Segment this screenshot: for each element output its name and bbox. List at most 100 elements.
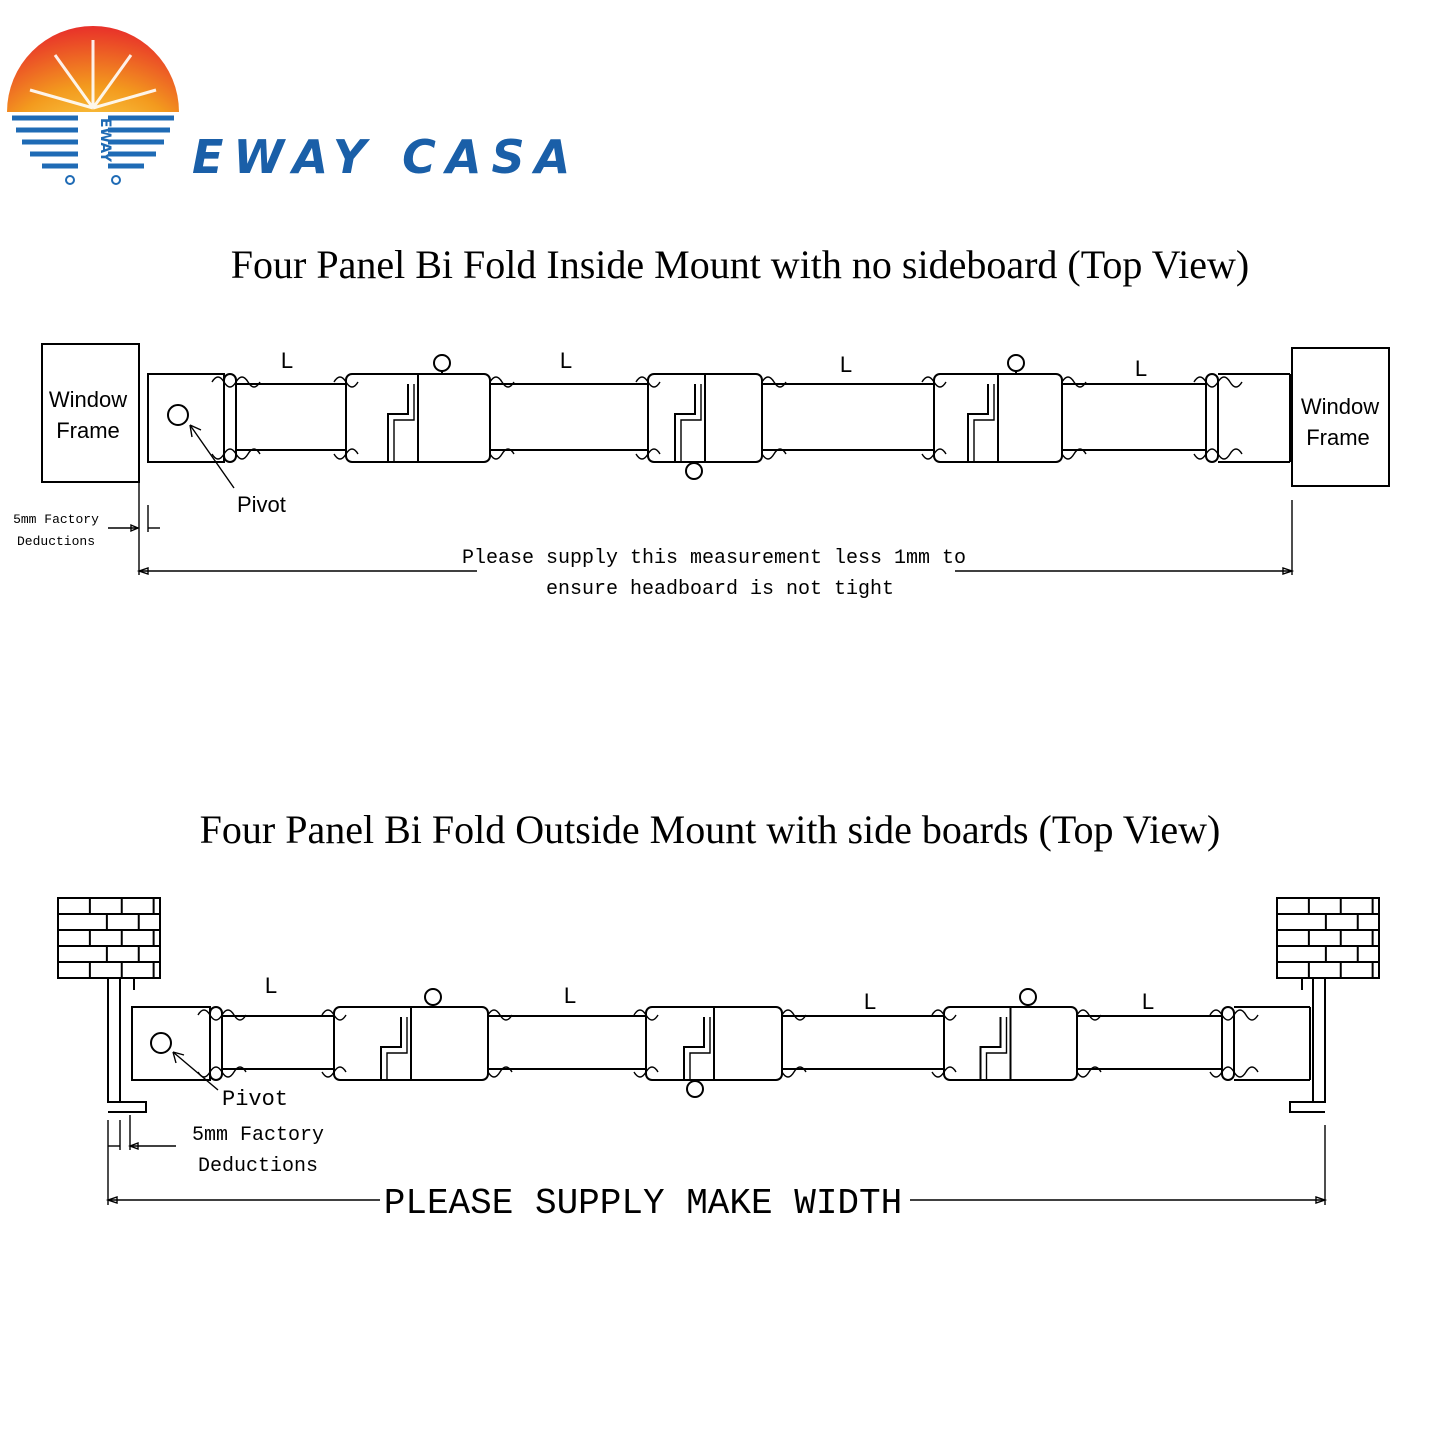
hinge-joint — [1221, 1006, 1235, 1081]
right-frame-label-line1: Window — [1301, 394, 1379, 419]
hinge-pin-icon — [424, 988, 442, 1006]
hinge-leaf — [985, 1017, 1008, 1080]
hinge-leaf — [380, 1017, 402, 1080]
right-frame-label-line2: Frame — [1306, 425, 1370, 450]
hinge-knuckle — [489, 448, 515, 460]
hinge-knuckle — [761, 448, 787, 460]
hinge-knuckle — [931, 1066, 957, 1078]
hinge-knuckle — [221, 1009, 247, 1021]
hinge-leaf — [967, 384, 989, 462]
right-side-board — [1289, 977, 1326, 1113]
hinge-joint — [1205, 373, 1219, 463]
panel-label: L — [560, 348, 572, 373]
sun-logo-icon: EWAY — [7, 26, 179, 185]
inside-mount-diagram: Window Frame Window Frame L L L L Pivot … — [13, 343, 1390, 601]
panel-label: L — [281, 348, 293, 373]
hinge-leaf — [689, 1017, 711, 1080]
pivot-label: Pivot — [237, 492, 286, 517]
left-window-frame — [41, 343, 140, 483]
hinge-leaf — [386, 1017, 408, 1080]
hinge-knuckle — [635, 376, 661, 388]
hinge-knuckle — [235, 448, 261, 460]
eway-casa-logo: EWAY EWAY CASA — [7, 26, 580, 185]
brick-wall-outline — [1276, 897, 1380, 979]
panel-label: L — [564, 983, 576, 1008]
diagram-top-title: Four Panel Bi Fold Inside Mount with no … — [231, 242, 1249, 287]
hinge-knuckle — [221, 1066, 247, 1078]
hinge-leaf — [979, 1017, 1002, 1080]
hinge-knuckle — [1233, 1066, 1259, 1078]
hinge-pin-icon — [1007, 354, 1025, 372]
diagram-bottom-title: Four Panel Bi Fold Outside Mount with si… — [200, 807, 1221, 852]
hinge-knuckle — [1209, 1009, 1235, 1021]
measurement-note-line1: Please supply this measurement less 1mm … — [462, 547, 966, 570]
hinge-knuckle — [1061, 448, 1087, 460]
hinge-knuckle — [489, 376, 515, 388]
hinge-pin-icon — [1019, 988, 1037, 1006]
hinge-knuckle — [921, 448, 947, 460]
hinge-leaf — [393, 384, 415, 462]
hinge-knuckle — [235, 376, 261, 388]
hinge-pin-icon — [433, 354, 451, 372]
hinge-knuckle — [1217, 376, 1243, 388]
hinge-joint — [209, 1006, 223, 1081]
hinge-knuckle — [321, 1066, 347, 1078]
panel-assembly — [147, 354, 1291, 480]
brick-wall-outline — [57, 897, 161, 979]
panel-label: L — [1142, 989, 1154, 1014]
brand-name: EWAY CASA — [192, 130, 580, 184]
hinge-knuckle — [1193, 376, 1219, 388]
panel-assembly — [131, 988, 1311, 1098]
deduction-label-line2: Deductions — [198, 1155, 318, 1178]
logo-mark-text: EWAY — [97, 118, 113, 163]
hinge-pin-icon — [686, 1080, 704, 1098]
hinge-knuckle — [921, 376, 947, 388]
panel-label: L — [840, 352, 852, 377]
pivot-icon — [167, 404, 189, 426]
hinge-knuckle — [633, 1009, 659, 1021]
pivot-icon — [150, 1032, 172, 1054]
hinge-knuckle — [321, 1009, 347, 1021]
left-side-board — [107, 977, 147, 1113]
hinge-knuckle — [931, 1009, 957, 1021]
deduction-label-line1: 5mm Factory — [13, 512, 99, 527]
panel-label: L — [864, 989, 876, 1014]
measurement-note: PLEASE SUPPLY MAKE WIDTH — [384, 1183, 902, 1224]
measurement-note-line2: ensure headboard is not tight — [546, 578, 894, 601]
hinge-knuckle — [197, 1009, 223, 1021]
hinge-knuckle — [211, 448, 237, 460]
right-window-frame — [1291, 347, 1390, 487]
hinge-knuckle — [781, 1009, 807, 1021]
deduction-label-line2: Deductions — [17, 534, 95, 549]
hinge-knuckle — [333, 376, 359, 388]
outside-mount-diagram: L L L L Pivot 5mm Factory Deductions PLE… — [57, 897, 1380, 1224]
hinge-knuckle — [487, 1066, 513, 1078]
pivot-label: Pivot — [222, 1087, 288, 1112]
hinge-knuckle — [333, 448, 359, 460]
hinge-knuckle — [1076, 1066, 1102, 1078]
hinge-leaf — [683, 1017, 705, 1080]
hinge-knuckle — [1061, 376, 1087, 388]
hinge-knuckle — [211, 376, 237, 388]
deduction-label-line1: 5mm Factory — [192, 1124, 324, 1147]
panel-label: L — [1135, 356, 1147, 381]
hinge-leaf — [674, 384, 696, 462]
left-frame-label-line1: Window — [49, 387, 127, 412]
hinge-leaf — [680, 384, 702, 462]
hinge-knuckle — [633, 1066, 659, 1078]
hinge-joint — [223, 373, 237, 463]
left-wall-icon — [57, 897, 161, 979]
hinge-knuckle — [1217, 448, 1243, 460]
hinge-knuckle — [1193, 448, 1219, 460]
hinge-pin-icon — [685, 462, 703, 480]
hinge-knuckle — [635, 448, 661, 460]
hinge-knuckle — [487, 1009, 513, 1021]
hinge-knuckle — [761, 376, 787, 388]
end-panel — [147, 373, 225, 463]
hinge-knuckle — [1233, 1009, 1259, 1021]
panel-label: L — [265, 973, 277, 998]
hinge-leaf — [387, 384, 409, 462]
hinge-leaf — [973, 384, 995, 462]
hinge-knuckle — [1076, 1009, 1102, 1021]
